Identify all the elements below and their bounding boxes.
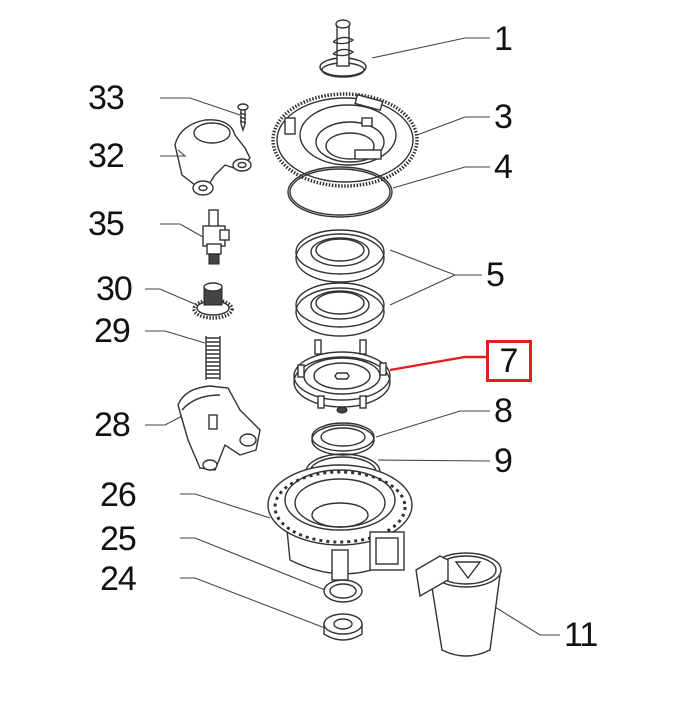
part-label-33: 33	[88, 79, 125, 117]
part-label-3: 3	[494, 98, 513, 136]
part-label-24: 24	[100, 560, 137, 598]
part-7-grinder-carrier	[293, 339, 391, 414]
part-label-28: 28	[94, 406, 131, 444]
part-label-8: 8	[494, 392, 513, 430]
part-label-1: 1	[494, 20, 513, 58]
part-25-o-ring	[323, 579, 363, 603]
part-label-9: 9	[494, 442, 513, 480]
part-label-11: 11	[564, 616, 598, 654]
part-32-bracket-cover	[174, 119, 252, 196]
part-label-29: 29	[94, 312, 131, 350]
part-5-grinder-rings	[295, 229, 385, 337]
part-label-7: 7	[499, 342, 519, 380]
part-30-pinion-gear	[192, 282, 234, 320]
part-28-bracket	[177, 385, 261, 471]
part-label-4: 4	[494, 148, 513, 186]
part-29-spring	[205, 336, 221, 380]
part-33-screw	[237, 103, 249, 133]
part-3-ring-gear	[271, 92, 419, 188]
part-label-26: 26	[100, 476, 137, 514]
highlighted-part-7-box: 7	[486, 340, 532, 382]
part-11-cup	[415, 552, 502, 657]
part-label-5: 5	[486, 256, 505, 294]
part-label-25: 25	[100, 520, 137, 558]
leader-lines	[145, 37, 560, 636]
part-label-32: 32	[88, 137, 125, 175]
part-1-worm-shaft	[319, 19, 367, 78]
part-24-bushing	[323, 613, 363, 641]
part-35-pin-assembly	[202, 209, 230, 265]
part-4-o-ring	[287, 166, 393, 218]
part-label-30: 30	[96, 270, 133, 308]
part-8-seal-ring	[311, 422, 375, 456]
part-26-housing	[267, 464, 413, 581]
part-label-35: 35	[88, 205, 125, 243]
